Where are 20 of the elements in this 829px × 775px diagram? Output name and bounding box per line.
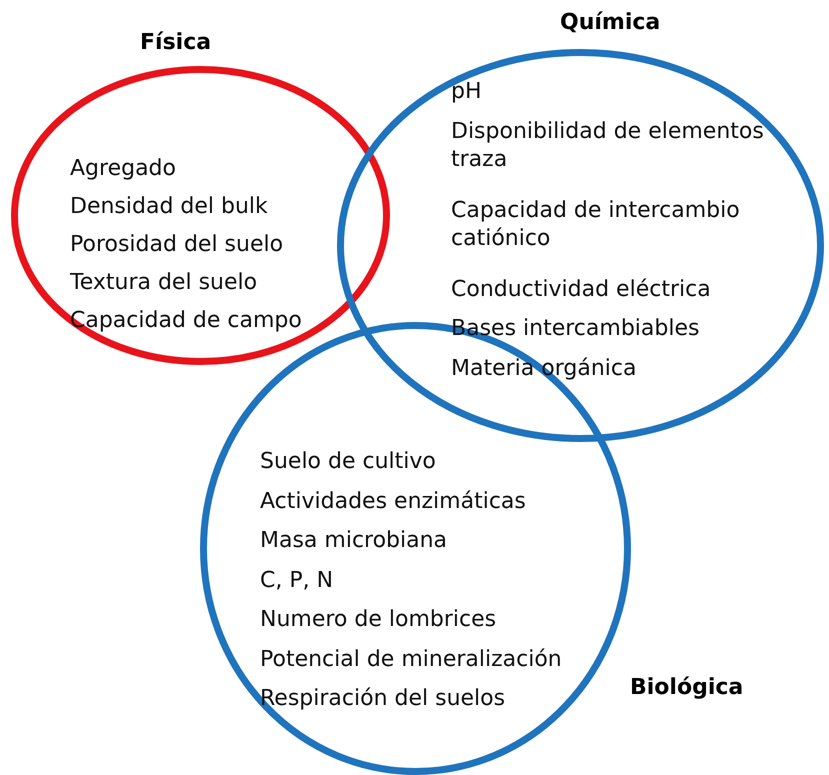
category-heading: Química bbox=[560, 10, 660, 35]
category-heading: Biológica bbox=[630, 675, 744, 700]
property-item: Porosidad del suelo bbox=[70, 231, 284, 259]
property-item: Disponibilidad de elementos traza bbox=[451, 118, 765, 174]
property-item: Materia orgánica bbox=[451, 354, 636, 382]
property-item: Suelo de cultivo bbox=[260, 448, 436, 476]
property-item: C, P, N bbox=[260, 566, 334, 594]
property-item: Masa microbiana bbox=[260, 527, 448, 555]
property-item: Numero de lombrices bbox=[260, 606, 496, 634]
property-item: Bases intercambiables bbox=[451, 315, 700, 343]
property-item: Actividades enzimáticas bbox=[260, 488, 526, 516]
property-item: Capacidad de intercambio catiónico bbox=[451, 196, 741, 252]
property-item: Respiración del suelos bbox=[260, 685, 506, 713]
property-item: Potencial de mineralización bbox=[260, 646, 562, 674]
property-item: pH bbox=[451, 78, 482, 106]
property-item: Densidad del bulk bbox=[70, 193, 268, 221]
category-heading: Física bbox=[140, 30, 212, 55]
property-item: Agregado bbox=[70, 155, 176, 183]
property-item: Conductividad eléctrica bbox=[451, 276, 711, 304]
property-item: Textura del suelo bbox=[70, 269, 258, 297]
